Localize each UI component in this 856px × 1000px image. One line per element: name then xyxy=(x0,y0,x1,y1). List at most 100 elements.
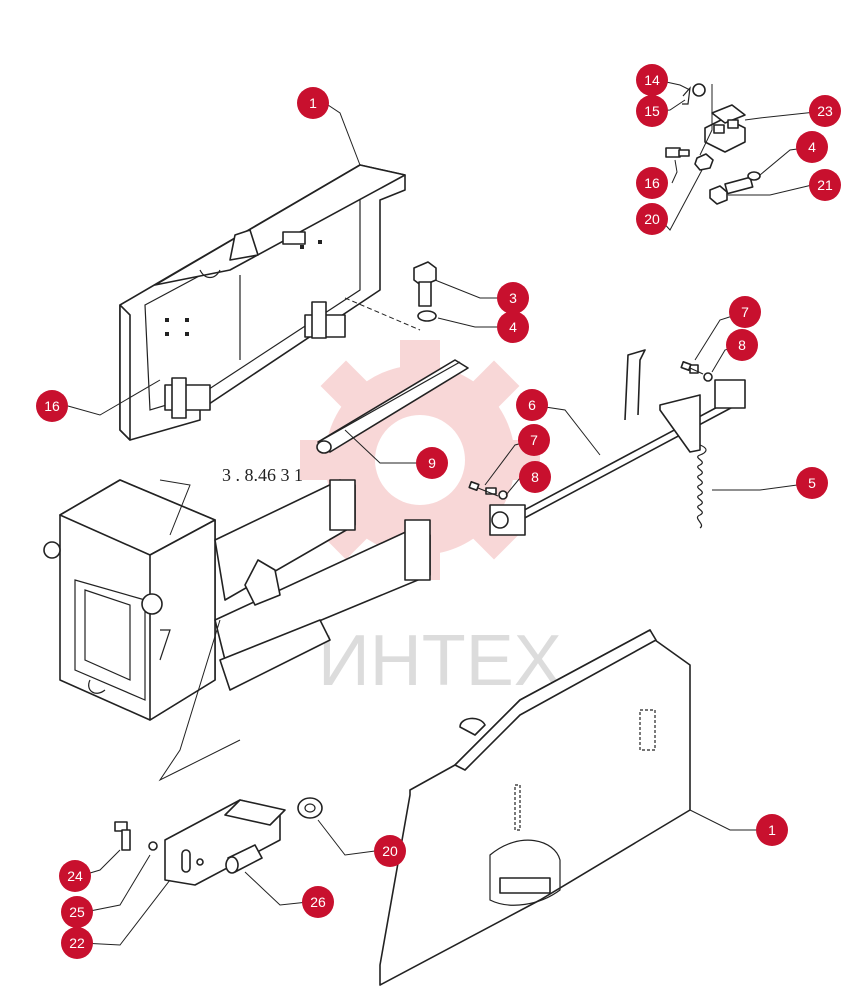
callout-label: 15 xyxy=(644,103,660,119)
callout-c20a: 20 xyxy=(636,203,668,235)
callout-markers: 1 1 3 4 4 5 6 7 7 8 8 9 14 15 16 16 20 20 21 22 23 24 25 26 xyxy=(36,64,841,959)
callout-label: 24 xyxy=(67,868,83,884)
callout-c8b: 8 xyxy=(519,461,551,493)
screw-7a xyxy=(468,481,499,497)
nut-20-top xyxy=(694,153,714,171)
callout-circle xyxy=(729,296,761,328)
callout-circle xyxy=(61,896,93,928)
mounting-plate-top xyxy=(119,164,421,441)
callout-c4a: 4 xyxy=(497,311,529,343)
callout-label: 9 xyxy=(428,455,436,471)
callout-circle xyxy=(374,835,406,867)
callout-c1b: 1 xyxy=(756,814,788,846)
callout-c22: 22 xyxy=(61,927,93,959)
callout-c7a: 7 xyxy=(729,296,761,328)
callout-circle xyxy=(416,447,448,479)
washer-4-top xyxy=(747,171,761,181)
lock-bracket-22 xyxy=(164,799,286,886)
callout-label: 3 xyxy=(509,290,517,306)
callout-label: 4 xyxy=(808,139,816,155)
callout-label: 6 xyxy=(528,397,536,413)
mounting-plate-bottom xyxy=(379,629,691,986)
callout-c16b: 16 xyxy=(636,167,668,199)
callout-label: 8 xyxy=(531,469,539,485)
callout-c16a: 16 xyxy=(36,390,68,422)
callout-label: 14 xyxy=(644,72,660,88)
loader-frame xyxy=(43,479,431,721)
callout-c14: 14 xyxy=(636,64,668,96)
nut-8a xyxy=(498,490,508,500)
callout-circle xyxy=(726,329,758,361)
callout-circle xyxy=(796,131,828,163)
callout-circle xyxy=(636,95,668,127)
callout-label: 1 xyxy=(309,95,317,111)
callout-label: 8 xyxy=(738,337,746,353)
latch-bracket-23 xyxy=(704,104,746,153)
callout-c15: 15 xyxy=(636,95,668,127)
callout-label: 22 xyxy=(69,935,85,951)
callout-circle xyxy=(302,886,334,918)
callout-c4b: 4 xyxy=(796,131,828,163)
bushing-20-lower xyxy=(297,797,323,819)
callout-label: 25 xyxy=(69,904,85,920)
callout-circle xyxy=(516,389,548,421)
clip-15 xyxy=(682,86,691,105)
nut-8b xyxy=(703,372,713,382)
callout-c6: 6 xyxy=(516,389,548,421)
callout-c5: 5 xyxy=(796,467,828,499)
bolt-24 xyxy=(114,821,131,851)
callout-c25: 25 xyxy=(61,896,93,928)
hinge-left xyxy=(164,377,211,419)
callout-c26: 26 xyxy=(302,886,334,918)
callout-c20b: 20 xyxy=(374,835,406,867)
callout-circle xyxy=(297,87,329,119)
callout-circle xyxy=(809,169,841,201)
callout-circle xyxy=(756,814,788,846)
callout-label: 20 xyxy=(644,211,660,227)
callout-c7b: 7 xyxy=(518,424,550,456)
callout-circle xyxy=(518,424,550,456)
callout-circle xyxy=(497,282,529,314)
callout-circle xyxy=(809,95,841,127)
callout-c24: 24 xyxy=(59,860,91,892)
callout-circle xyxy=(796,467,828,499)
callout-label: 23 xyxy=(817,103,833,119)
bolt-3 xyxy=(413,261,437,307)
callout-c1a: 1 xyxy=(297,87,329,119)
callout-label: 7 xyxy=(741,304,749,320)
torsion-bar-9 xyxy=(316,359,469,454)
screw-7b xyxy=(680,361,704,375)
bolt-21 xyxy=(709,176,754,205)
washer-14 xyxy=(692,83,706,97)
callout-circle xyxy=(59,860,91,892)
screw-16-right xyxy=(665,147,690,158)
callout-circle xyxy=(636,64,668,96)
pin-26 xyxy=(225,844,263,874)
callout-label: 20 xyxy=(382,843,398,859)
callout-label: 1 xyxy=(768,822,776,838)
callout-circle xyxy=(636,167,668,199)
callout-label: 26 xyxy=(310,894,326,910)
hinge-right xyxy=(304,301,346,339)
callout-c3: 3 xyxy=(497,282,529,314)
callout-c21: 21 xyxy=(809,169,841,201)
callout-circle xyxy=(636,203,668,235)
callout-label: 5 xyxy=(808,475,816,491)
watermark-text: ИНТЕХ xyxy=(318,621,562,701)
callout-label: 7 xyxy=(530,432,538,448)
washer-4 xyxy=(417,310,437,322)
lever-rod-6 xyxy=(485,349,746,536)
spring-5 xyxy=(696,444,707,529)
callout-circle xyxy=(36,390,68,422)
callout-label: 16 xyxy=(44,398,60,414)
callout-circle xyxy=(519,461,551,493)
callout-label: 4 xyxy=(509,319,517,335)
washer-25 xyxy=(148,841,158,851)
callout-c9: 9 xyxy=(416,447,448,479)
callout-c8a: 8 xyxy=(726,329,758,361)
callout-label: 16 xyxy=(644,175,660,191)
reference-label: 3 . 8.46 3 1 xyxy=(222,465,303,485)
callout-circle xyxy=(61,927,93,959)
callout-circle xyxy=(497,311,529,343)
